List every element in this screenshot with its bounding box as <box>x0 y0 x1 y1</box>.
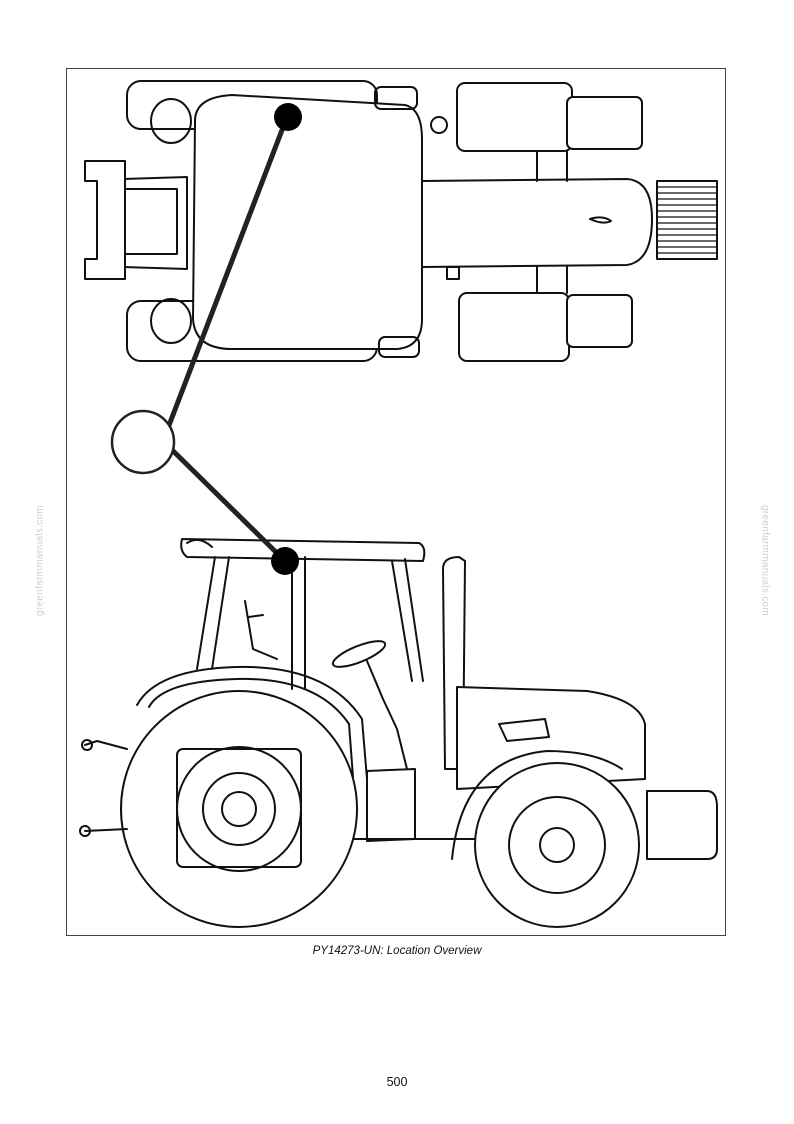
watermark-right: greenfarmmanuals.com <box>759 504 771 617</box>
tractor-side-view <box>79 538 718 928</box>
tractor-top-view <box>84 80 718 362</box>
page-number: 500 <box>386 1075 408 1089</box>
location-marker-side <box>271 547 299 575</box>
callout-circle <box>110 409 176 475</box>
figure-frame <box>66 68 726 936</box>
location-marker-top <box>274 103 302 131</box>
watermark-left: greenfarmmanuals.com <box>34 504 46 617</box>
figure-caption: PY14273-UN: Location Overview <box>312 945 482 957</box>
location-callout <box>110 103 302 575</box>
tractor-location-diagram <box>79 80 718 928</box>
